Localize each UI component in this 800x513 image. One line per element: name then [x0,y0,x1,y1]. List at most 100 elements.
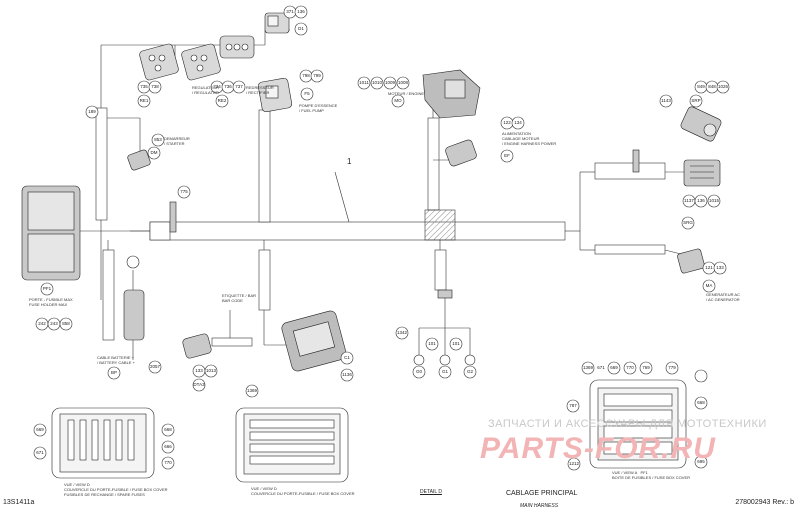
connector-C1 [281,310,347,372]
callout-c668b: 668 [697,400,705,405]
note-view-d-2: VUE / VIEW D COUVERCLE DU PORTE-FUSIBLE … [251,486,355,496]
fuse-box-PF1 [21,185,81,281]
callout-cC1: C1 [344,355,350,360]
fuse-holder-775 [169,201,177,233]
callout-c853: 853 [154,137,162,142]
callout-c738: 738 [151,84,159,89]
callout-c1212: 1212 [568,461,579,466]
note-fuel-pump: POMPE D'ESSENCE / FUEL PUMP [299,103,338,113]
callout-c133a: 133 [716,265,724,270]
diagram-subtitle: MAIN HARNESS [520,503,559,509]
connector-F5 [257,77,293,113]
callout-c133b: 133 [195,368,203,373]
note-bar-code: ETIQUETTE / BAR BAR CODE [222,293,257,303]
callout-c1136: 1136 [342,372,352,377]
main-harness-trunk [60,29,690,360]
callout-c787: 787 [569,403,577,408]
note-starter: DEMARREUR / STARTER [164,136,190,146]
note-regulator: REGULATEUR / REGULATOR [192,85,220,95]
note-view-d-1: VUE / VIEW D COUVERCLE DU PORTE-FUSIBLE … [64,482,168,497]
callout-c1143: 1143 [661,98,671,103]
callout-cSRP: SRP [691,98,701,103]
callout-c775: 775 [180,189,188,194]
callout-c798: 798 [302,73,310,78]
fuse-box-view-A [589,379,687,469]
callout-c1342: 1342 [396,330,407,335]
callout-cMA: MA [705,283,713,288]
callout-circles [33,5,730,471]
callout-c1369a: 1369 [246,388,257,393]
callout-cRE1: RE1 [139,98,149,103]
callout-c799: 799 [313,73,321,78]
callout-cF5: F5 [304,91,310,96]
callout-cSRG: SRG [683,220,693,225]
watermark-logo: PARTS-FOR.RU [480,432,716,465]
harness-number: 1 [347,157,352,166]
callout-c671b: 671 [597,365,605,370]
callout-c737: 737 [235,84,243,89]
callout-c671: 671 [36,450,44,455]
callout-c669a: 669 [36,427,44,432]
note-ac-generator: GENERATEUR AC / AC GENERATOR [706,292,740,302]
relay-ef-junction [632,149,640,173]
battery-cable [123,255,145,341]
callout-c736: 736 [224,84,232,89]
callout-cRE2: RE2 [217,98,227,103]
callout-c770a: 770 [164,460,172,465]
callout-cG1: G1 [441,369,448,374]
callout-c666: 666 [164,444,172,449]
callout-cPF1: PF1 [42,286,52,291]
callout-c669b: 669 [610,365,618,370]
connector-MA [677,248,705,274]
fuse-box-cover-view-2 [235,407,349,483]
ground-rings [413,289,476,366]
callout-c1369b: 1369 [582,365,593,370]
watermark-text: ЗАПЧАСТИ И АКСЕССУАРЫ ДЛЯ МОТОТЕХНИКИ [488,418,767,430]
connector-MO [422,69,481,119]
note-battery-cable: CABLE BATTERIE + / BATTERY CABLE + [97,355,135,365]
callout-c371: 371 [286,9,294,14]
fuse-box-cover-view-1 [51,407,155,479]
callout-c848: 848 [708,84,716,89]
callout-c858: 858 [62,321,70,326]
connector-D1 [264,12,290,34]
diagram-title: CABLAGE PRINCIPAL [506,490,578,497]
note-fuse-holder: PORTE - FUSIBLE MAX FUSE HOLDER MAX [29,297,73,307]
connector-regulator-3pin [219,35,255,59]
callout-c769: 769 [642,365,650,370]
callout-c770b: 770 [626,365,634,370]
callout-c1010: 1010 [371,80,382,85]
note-engine: MOTEUR / ENGINE [388,91,425,96]
connector-DM [127,149,151,171]
callout-c1013: 1013 [205,368,216,373]
callout-c189: 189 [88,109,96,114]
callout-c122: 122 [503,120,511,125]
callout-c134: 134 [514,120,522,125]
note-rectifier: REDRESSEUR / RECTIFIER [246,85,274,95]
part-number-revision: 278002943 Rev.: b [735,499,794,506]
connector-RE1 [139,43,179,81]
connector-EF [445,139,477,167]
callout-c668a: 668 [164,427,172,432]
callout-c243: 243 [50,321,58,326]
callout-c136b: 136 [697,198,705,203]
callout-c242: 242 [38,321,46,326]
connector-RE2 [181,43,221,81]
callout-c136a: 136 [297,9,305,14]
connector-SRG [683,159,721,187]
callout-c1137: 1137 [684,198,694,203]
callout-c779: 779 [668,365,676,370]
callout-c1026: 1026 [717,84,728,89]
callout-c101b: 101 [452,341,460,346]
callout-c1011: 1011 [359,80,369,85]
callout-cD1: D1 [298,26,304,31]
callout-c2057: 2057 [149,364,160,369]
callout-c695: 695 [697,459,705,464]
callout-c735: 735 [140,84,148,89]
drawing-code: 13S1411a [3,499,35,506]
detail-label: DETAIL D [420,489,442,495]
connector-SRP [680,106,722,142]
callout-cG2: G2 [466,369,473,374]
note-engine-harness-power: ALIMENTATION CABLAGE MOTEUR / ENGINE HAR… [502,131,557,146]
